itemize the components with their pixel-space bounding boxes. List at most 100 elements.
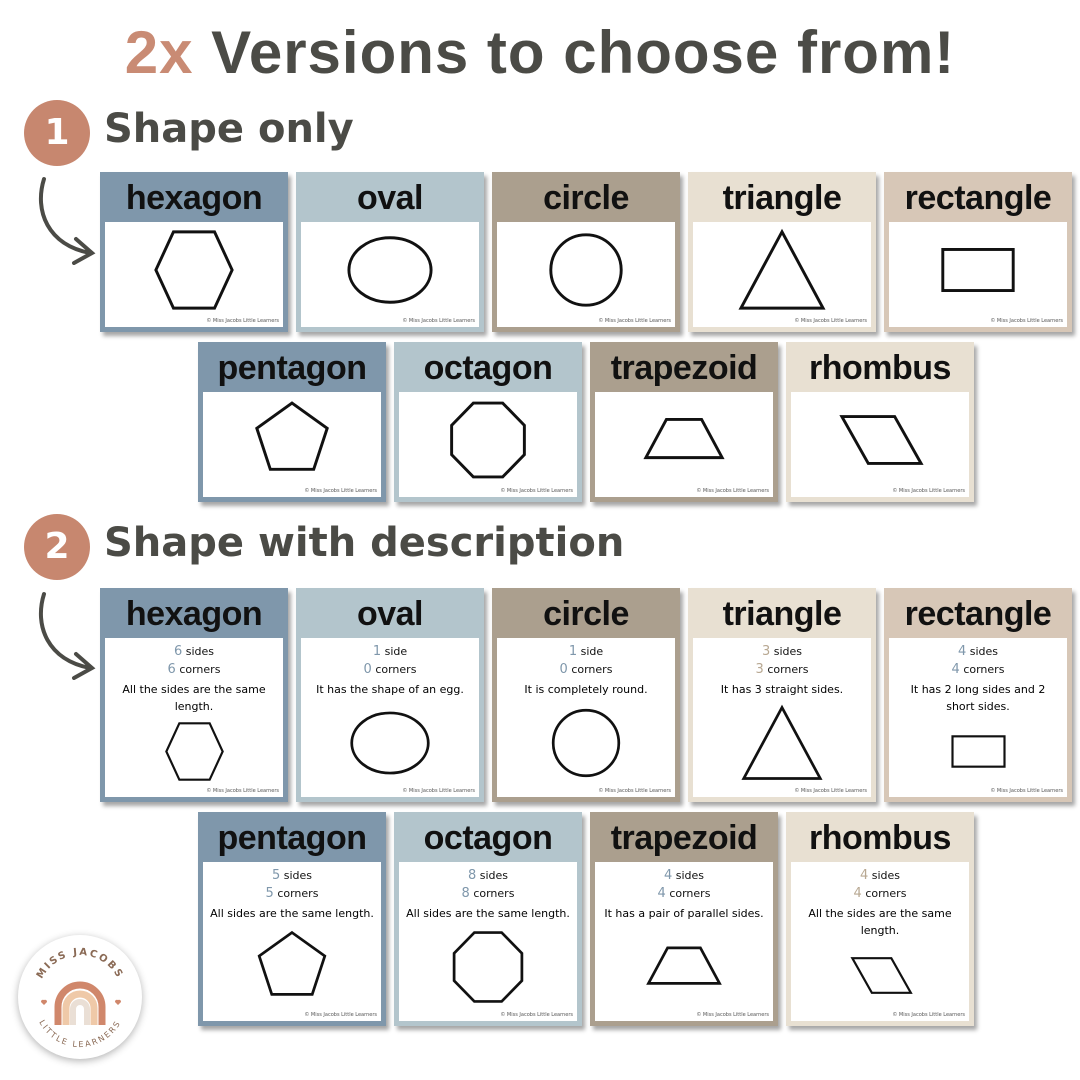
logo-top-text: MISS JACOBS — [35, 947, 123, 981]
corners-label: corners — [179, 663, 221, 676]
card-body: © Miss Jacobs Little Learners — [889, 222, 1067, 327]
card-title: trapezoid — [610, 349, 758, 387]
rhombus-shape-icon — [839, 415, 924, 465]
card-hexagon: hexagon© Miss Jacobs Little Learners — [100, 172, 288, 332]
sides-label: sides — [773, 645, 803, 658]
trapezoid-shape-icon — [646, 946, 722, 985]
corners-count: 6 — [167, 662, 176, 677]
card-rhombus: rhombus © Miss Jacobs Little Learners — [786, 342, 974, 502]
corners-count: 4 — [951, 662, 960, 677]
sides-count: 4 — [957, 644, 967, 659]
card-title: pentagon — [217, 819, 367, 857]
card-shape-area — [105, 715, 283, 788]
section-2-label: Shape with description — [104, 520, 625, 566]
corners-label: corners — [473, 887, 515, 900]
trapezoid-shape-icon — [643, 418, 725, 460]
card-body: © Miss Jacobs Little Learners — [595, 392, 773, 497]
triangle-shape-icon — [738, 228, 826, 310]
sides-label: sides — [283, 869, 313, 882]
pentagon-shape-icon — [255, 401, 329, 471]
sides-label: sides — [479, 869, 509, 882]
card-title: oval — [356, 595, 424, 633]
pentagon-shape-icon — [257, 930, 327, 996]
hexagon-shape-icon — [154, 230, 234, 310]
section-1-label: Shape only — [104, 106, 354, 152]
sides-count: 4 — [663, 868, 673, 883]
card-title: hexagon — [125, 595, 263, 633]
card-shape-area — [791, 392, 969, 488]
card-corners: 4 corners — [595, 885, 773, 903]
card-footer: © Miss Jacobs Little Learners — [794, 788, 867, 794]
card-shape-area — [889, 715, 1067, 788]
card-title: rhombus — [809, 349, 951, 387]
corners-label: corners — [865, 887, 907, 900]
card-footer: © Miss Jacobs Little Learners — [598, 318, 671, 324]
corners-label: corners — [963, 663, 1005, 676]
card-circle: circle© Miss Jacobs Little Learners — [492, 172, 680, 332]
sides-label: sides — [871, 869, 901, 882]
card-footer: © Miss Jacobs Little Learners — [598, 788, 671, 794]
logo-bottom-text: LITTLE LEARNERS — [37, 1018, 121, 1049]
card-corners: 0 corners — [301, 661, 479, 679]
card-corners: 3 corners — [693, 661, 871, 679]
card-title: rhombus — [809, 819, 951, 857]
rectangle-shape-icon — [950, 735, 1006, 768]
card-shape-area — [497, 222, 675, 318]
card-footer: © Miss Jacobs Little Learners — [206, 788, 279, 794]
card-body: © Miss Jacobs Little Learners — [693, 222, 871, 327]
card-title: octagon — [423, 819, 553, 857]
card-title: rectangle — [904, 179, 1052, 217]
card-footer: © Miss Jacobs Little Learners — [206, 318, 279, 324]
sides-label: sides — [969, 645, 999, 658]
card-footer: © Miss Jacobs Little Learners — [990, 318, 1063, 324]
card-shape-area — [497, 698, 675, 788]
card-sides: 4 sides — [889, 643, 1067, 661]
card-shape-area — [301, 698, 479, 788]
corners-label: corners — [375, 663, 417, 676]
corners-count: 3 — [755, 662, 764, 677]
card-footer: © Miss Jacobs Little Learners — [794, 318, 867, 324]
card-sides: 6 sides — [105, 643, 283, 661]
card-title: trapezoid — [610, 819, 758, 857]
card-corners: 6 corners — [105, 661, 283, 679]
sides-count: 1 — [372, 644, 382, 659]
card-description: It has the shape of an egg. — [316, 683, 464, 696]
svg-text:LITTLE LEARNERS: LITTLE LEARNERS — [37, 1018, 123, 1049]
card-shape-area — [693, 698, 871, 788]
card-body: © Miss Jacobs Little Learners — [105, 222, 283, 327]
corners-label: corners — [571, 663, 613, 676]
card-description: It has 2 long sides and 2 short sides. — [910, 683, 1046, 713]
card-shape-area — [889, 222, 1067, 318]
card-shape-area — [203, 922, 381, 1012]
card-shape-area — [399, 922, 577, 1012]
card-body: © Miss Jacobs Little Learners — [791, 392, 969, 497]
headline-text: Versions to choose from! — [193, 19, 956, 86]
sides-count: 8 — [467, 868, 477, 883]
card-sides: 1 side — [301, 643, 479, 661]
card-corners: 0 corners — [497, 661, 675, 679]
card-footer: © Miss Jacobs Little Learners — [696, 1012, 769, 1018]
card-sides: 4 sides — [595, 867, 773, 885]
sides-count: 3 — [761, 644, 771, 659]
card-shape-area — [791, 939, 969, 1012]
card-sides: 1 side — [497, 643, 675, 661]
card-title: triangle — [722, 595, 842, 633]
headline-accent: 2x — [124, 19, 194, 86]
card-shape-area — [693, 222, 871, 318]
corners-count: 5 — [265, 886, 274, 901]
card-footer: © Miss Jacobs Little Learners — [696, 488, 769, 494]
corners-label: corners — [277, 887, 319, 900]
card-body: © Miss Jacobs Little Learners — [301, 222, 479, 327]
sides-count: 5 — [271, 868, 281, 883]
corners-count: 4 — [657, 886, 666, 901]
card-footer: © Miss Jacobs Little Learners — [500, 1012, 573, 1018]
